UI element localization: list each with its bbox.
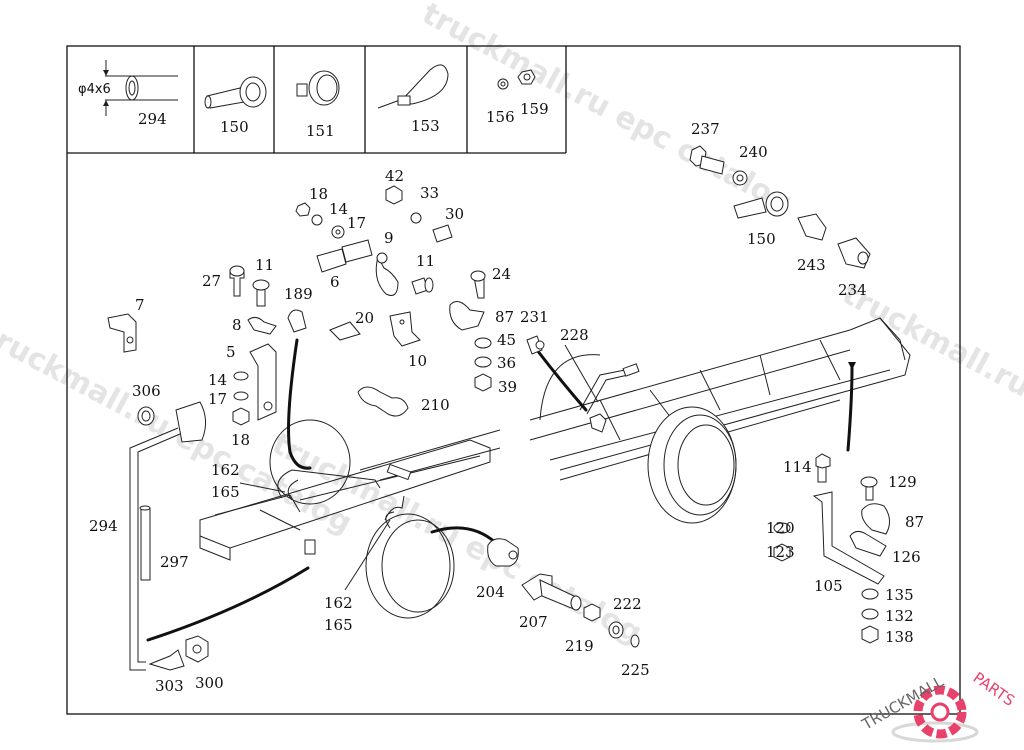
gear-icon [913,685,967,739]
callout-11: 11 [255,256,274,274]
callout-126: 126 [892,548,921,566]
callout-150-legend: 150 [220,118,249,136]
callout-11: 11 [416,252,435,270]
callout-9: 9 [384,229,394,247]
callout-33: 33 [420,184,439,202]
callout-150: 150 [747,230,776,248]
callout-114: 114 [783,458,812,476]
legend-box-banjo: 150 [204,76,267,136]
logo-text-truckmall: TRUCKMALL [858,672,947,734]
callout-151-legend: 151 [306,122,335,140]
callout-138: 138 [885,628,914,646]
watermark: truckmall.ru epc catalog [0,316,358,541]
legend-box-tube: φ4x6 294 [78,60,178,128]
callout-294-legend: 294 [138,110,167,128]
callout-17: 17 [347,214,366,232]
fittings-lower [487,538,640,648]
rear-chassis [529,317,911,524]
callout-300: 300 [195,674,224,692]
callout-162: 162 [324,594,353,612]
callout-24: 24 [492,265,511,283]
callout-14: 14 [329,200,348,218]
tubes-left [129,427,209,671]
callout-17: 17 [208,390,227,408]
callout-30: 30 [445,205,464,223]
callout-10: 10 [408,352,427,370]
callout-labels: 18 14 17 42 33 30 9 6 11 11 27 189 24 87… [89,120,924,695]
callout-5: 5 [226,343,236,361]
callout-135: 135 [885,586,914,604]
callout-18: 18 [231,431,250,449]
legend-box-cable-tie: 153 [377,64,449,135]
bracket-lower-right [773,453,890,644]
callout-120: 120 [766,519,795,537]
callout-123: 123 [766,543,795,561]
hoses [146,338,856,642]
callout-219: 219 [565,637,594,655]
callout-240: 240 [739,143,768,161]
legend-row: φ4x6 294 150 151 153 [67,46,567,154]
callout-27: 27 [202,272,221,290]
callout-87: 87 [495,308,514,326]
callout-7: 7 [135,296,145,314]
callout-159-legend: 159 [520,100,549,118]
callout-237: 237 [691,120,720,138]
callout-42: 42 [385,167,404,185]
callout-129: 129 [888,473,917,491]
leader-lines [239,344,599,591]
callout-303: 303 [155,677,184,695]
legend-box-clamp: 151 [296,70,340,140]
callout-45: 45 [497,331,516,349]
logo-text-parts: PARTS [970,669,1018,710]
front-chassis [199,419,501,619]
callout-297: 297 [160,553,189,571]
callout-306: 306 [132,382,161,400]
tube-dimension: φ4x6 [78,82,111,97]
watermark: truckmall.ru epc catalog [836,276,1024,501]
callout-231: 231 [520,308,549,326]
callout-36: 36 [497,354,516,372]
callout-8: 8 [232,316,242,334]
callout-228: 228 [560,326,589,344]
truckmall-logo: TRUCKMALL PARTS [858,669,1018,743]
callout-294: 294 [89,517,118,535]
callout-156-legend: 156 [486,108,515,126]
callout-204: 204 [476,583,505,601]
callout-6: 6 [330,273,340,291]
callout-18: 18 [309,185,328,203]
callout-39: 39 [498,378,517,396]
fittings-upper-right [689,145,871,269]
callout-153-legend: 153 [411,117,440,135]
callout-87: 87 [905,513,924,531]
callout-210: 210 [421,396,450,414]
watermark: truckmall.ru epc catalog [416,0,797,221]
callout-243: 243 [797,256,826,274]
callout-105: 105 [814,577,843,595]
callout-132: 132 [885,607,914,625]
diagram-frame [66,45,961,715]
callout-20: 20 [355,309,374,327]
callout-207: 207 [519,613,548,631]
callout-14: 14 [208,371,227,389]
callout-234: 234 [838,281,867,299]
legend-box-washers: 156 159 [486,69,549,126]
callout-162: 162 [211,461,240,479]
callout-225: 225 [621,661,650,679]
callout-165: 165 [324,616,353,634]
callout-165: 165 [211,483,240,501]
small-parts-upper [107,185,545,443]
callout-222: 222 [613,595,642,613]
callout-189: 189 [284,285,313,303]
